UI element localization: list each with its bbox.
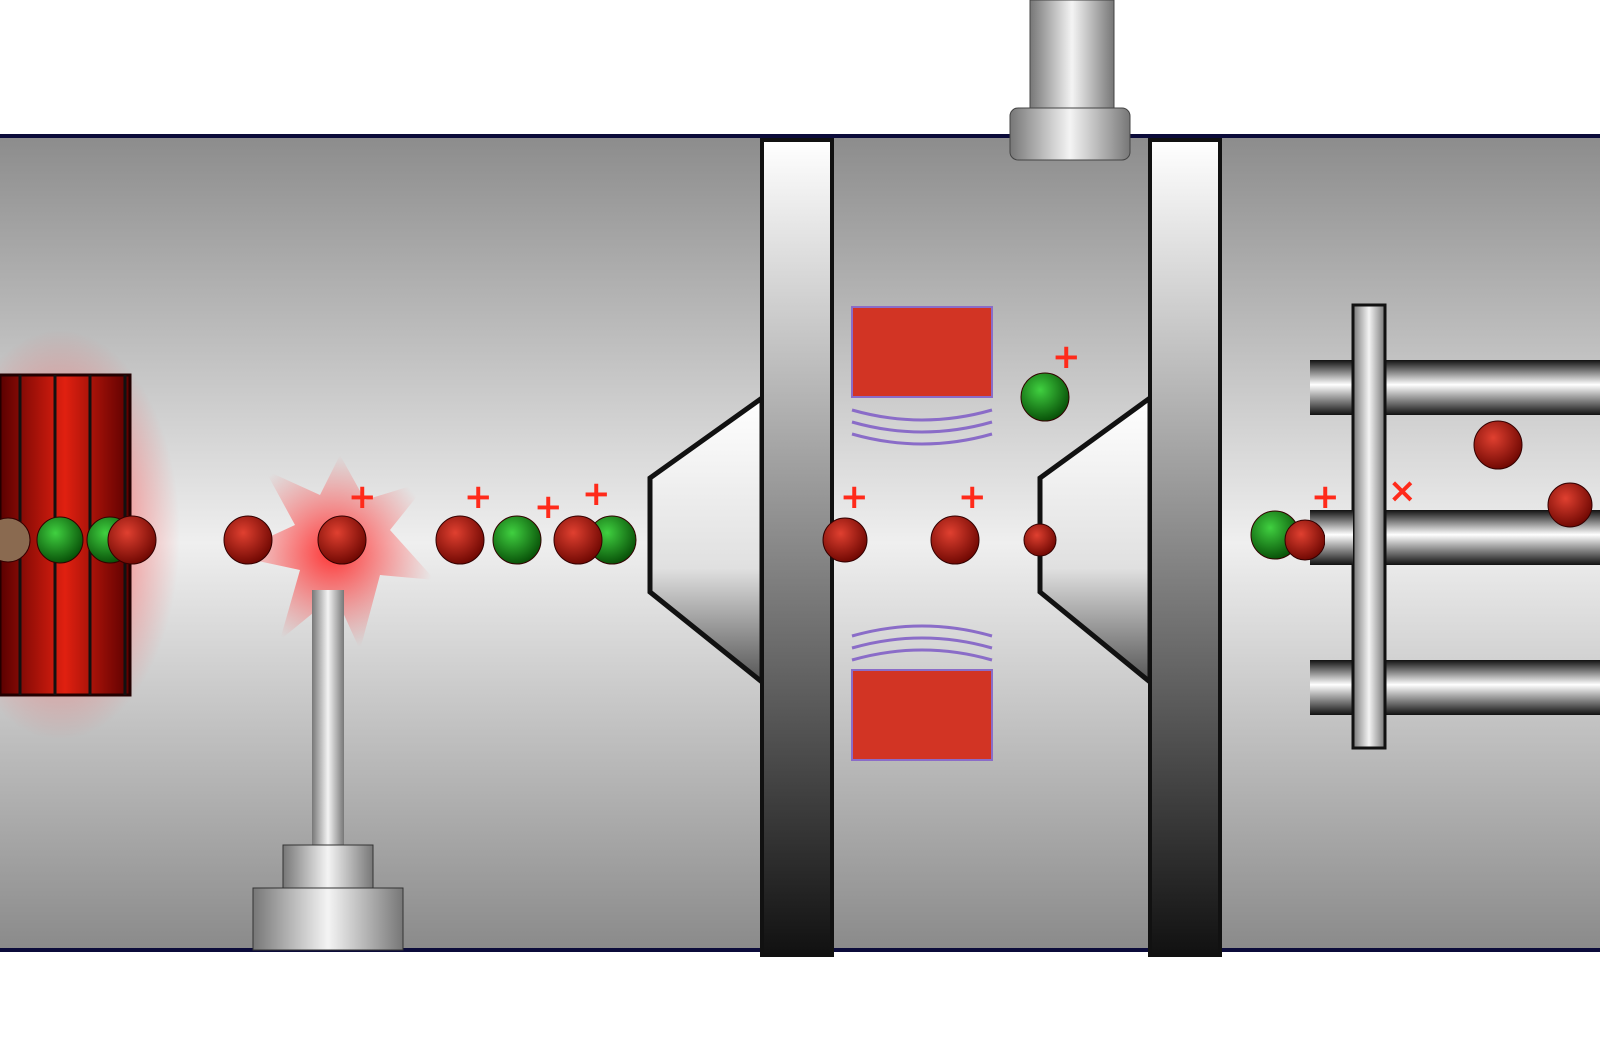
ion-particle <box>435 515 485 565</box>
particles <box>0 372 1593 565</box>
ion-particle <box>553 515 603 565</box>
ion-particle <box>223 515 273 565</box>
quadrupole-rods <box>1310 303 1600 750</box>
charge-label: + <box>534 487 563 527</box>
neutral-particle <box>1020 372 1070 422</box>
neutral-particle <box>36 516 84 564</box>
ion-particle <box>822 517 868 563</box>
magnet-top <box>851 306 993 398</box>
charge-label: + <box>1052 337 1081 377</box>
neutral-mark: × <box>1388 471 1417 511</box>
ion-particle <box>930 515 980 565</box>
ion-particle <box>1473 420 1523 470</box>
ion-particle <box>1023 523 1057 557</box>
separator-plate-1 <box>760 138 834 957</box>
charge-label: + <box>958 477 987 517</box>
ion-particle <box>0 517 31 563</box>
separator-plate-2 <box>1148 138 1222 957</box>
charge-labels: + + + + + + + + × <box>348 337 1417 527</box>
charge-label: + <box>348 477 377 517</box>
charge-label: + <box>840 477 869 517</box>
vacuum-pump-port <box>1009 0 1131 161</box>
neutral-particle <box>492 515 542 565</box>
charge-label: + <box>464 477 493 517</box>
field-lines <box>851 408 993 662</box>
ion-particle <box>1547 482 1593 528</box>
charge-label: + <box>582 474 611 514</box>
ionization-probe <box>252 590 404 951</box>
magnet-bottom <box>851 669 993 761</box>
ion-particle <box>1284 519 1326 561</box>
ion-particle <box>107 515 157 565</box>
ion-particle <box>317 515 367 565</box>
charge-label: + <box>1311 477 1340 517</box>
rod-front <box>1325 510 1353 565</box>
